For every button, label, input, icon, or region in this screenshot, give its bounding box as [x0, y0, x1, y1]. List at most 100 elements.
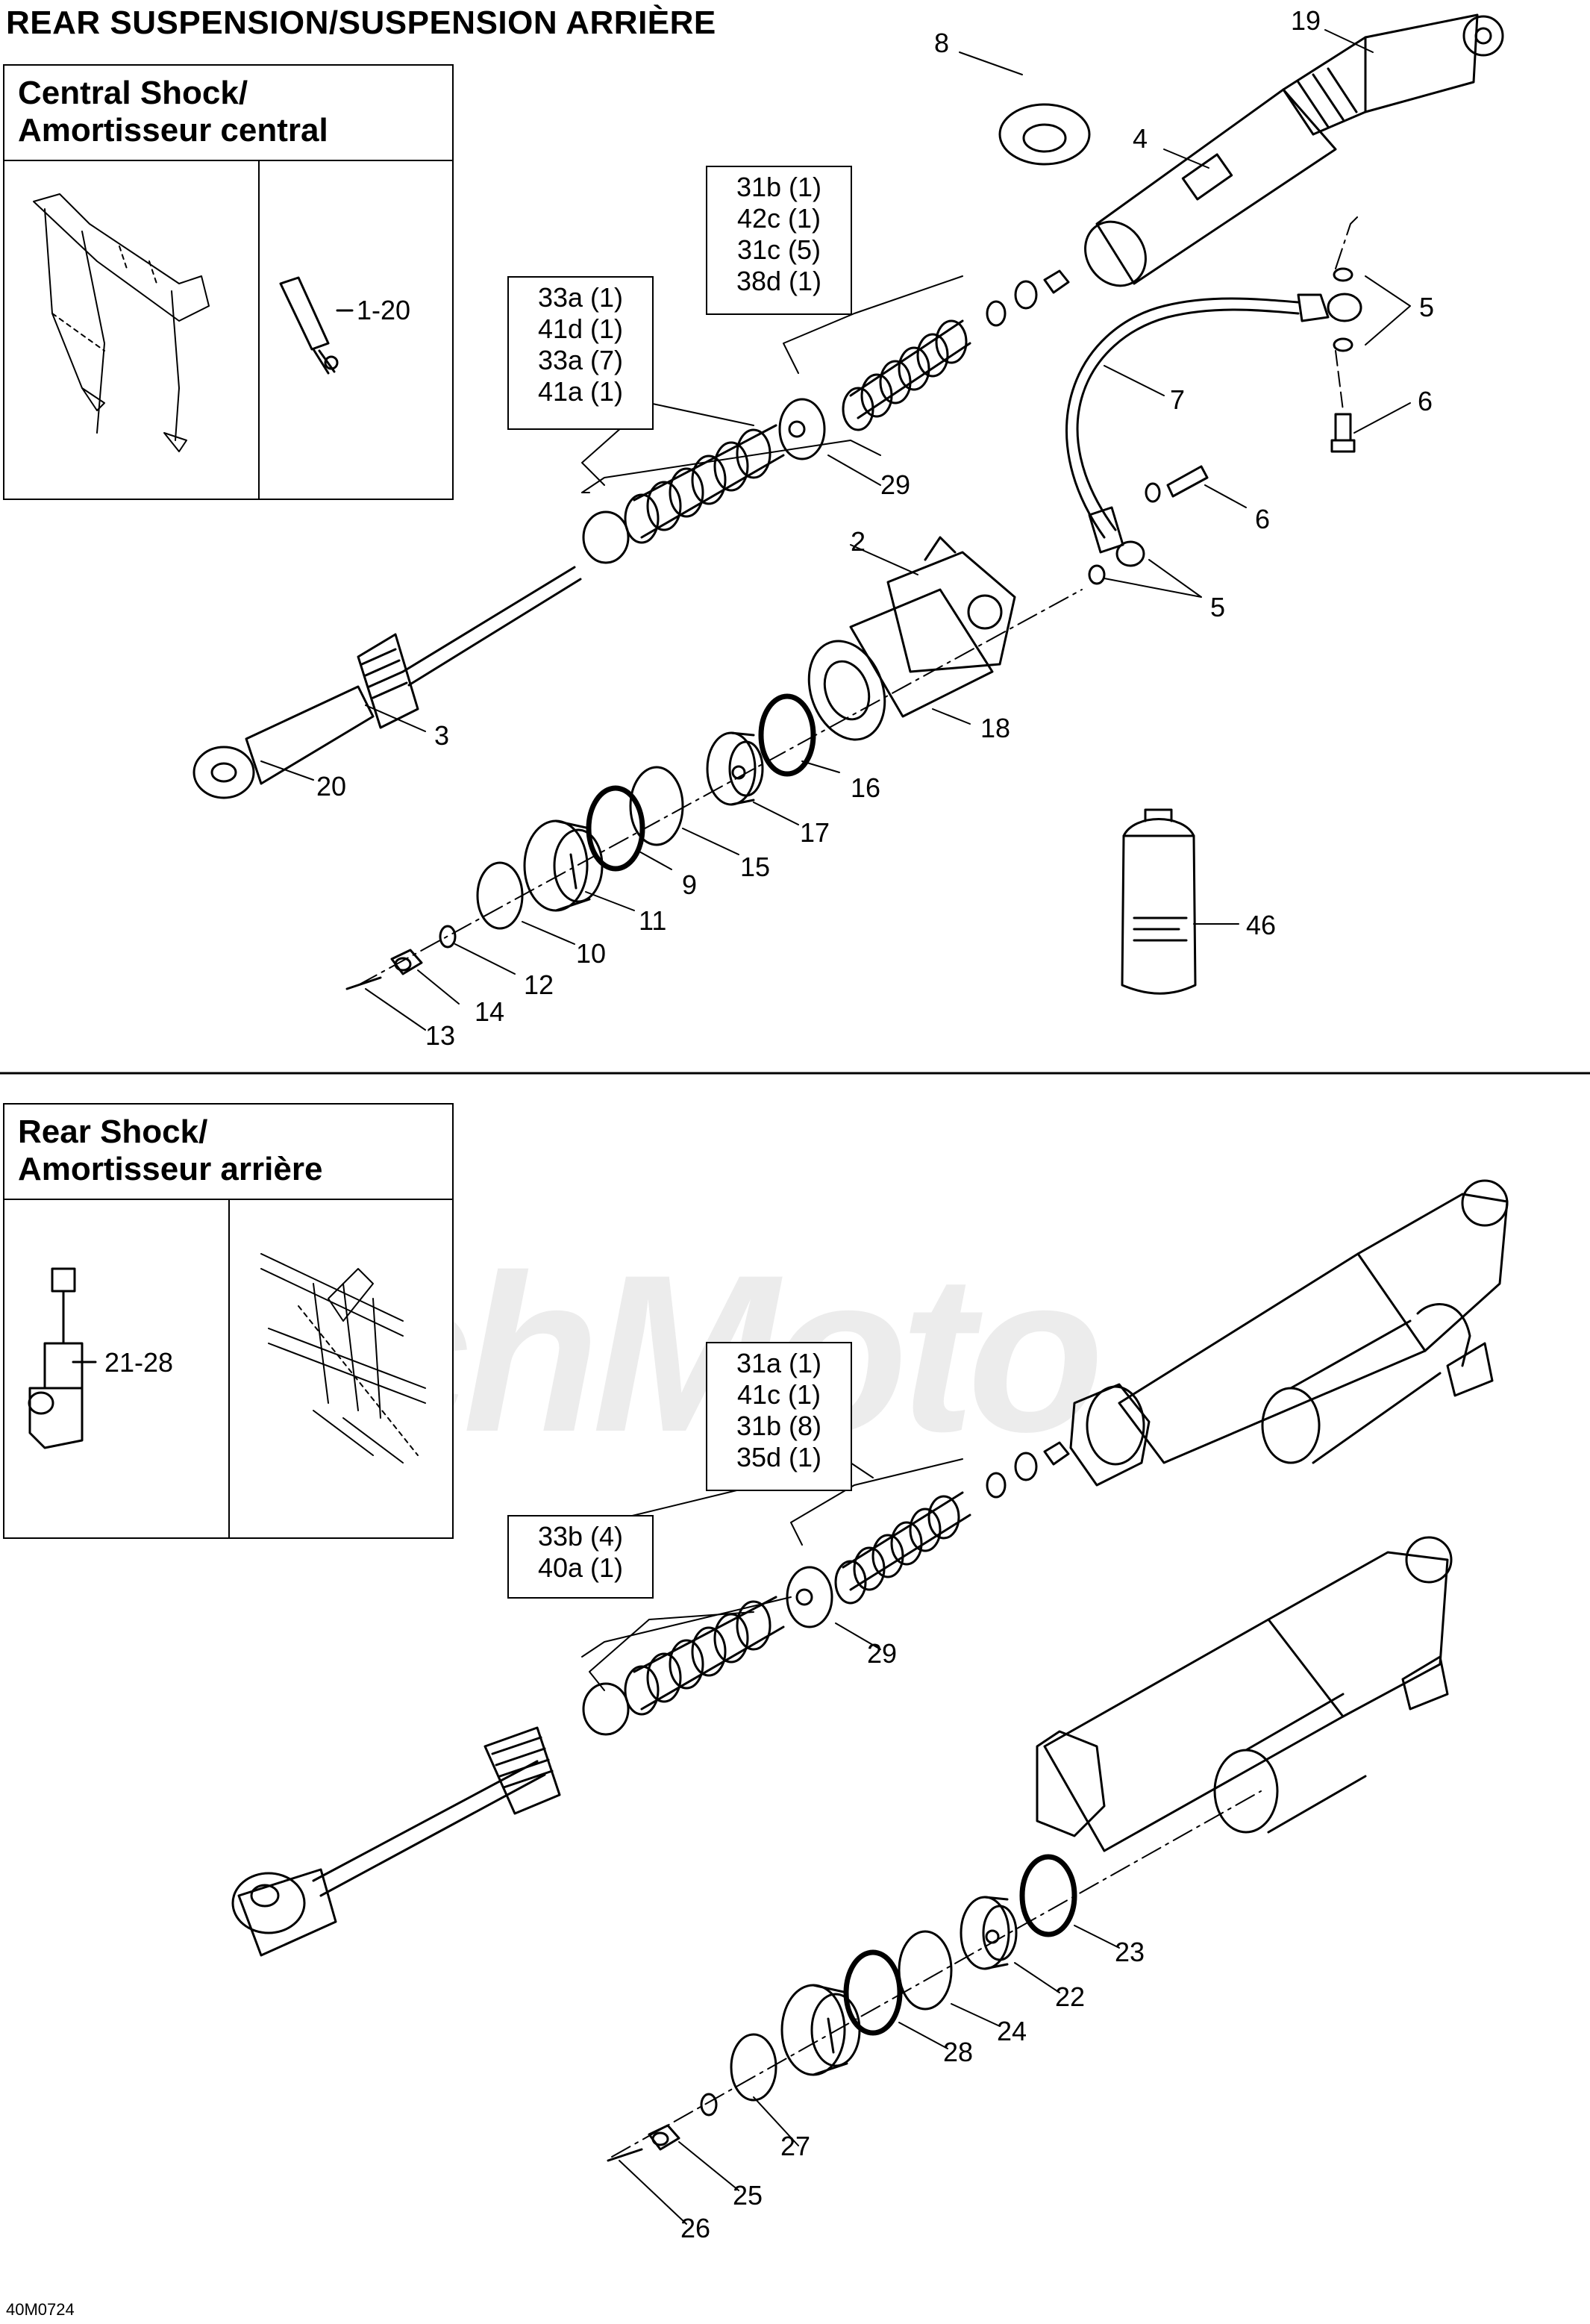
part-15-seal	[629, 766, 684, 846]
callout-29-rear: 29	[867, 1638, 898, 1669]
callout-24: 24	[997, 2016, 1027, 2046]
callout-19: 19	[1291, 5, 1321, 36]
callout-18: 18	[980, 713, 1011, 743]
part-5-6-fittings	[1088, 267, 1356, 585]
callout-2: 2	[851, 526, 866, 557]
rear-shock-inset: Rear Shock/ Amortisseur arrière	[3, 1103, 454, 1539]
rear-rod-eye	[231, 1868, 337, 1957]
callout-26: 26	[680, 2213, 711, 2243]
callout-10: 10	[576, 938, 607, 969]
callout-21-28: 21-28	[104, 1347, 174, 1378]
rear-washer	[700, 2093, 718, 2117]
rear-lower-spring-stack	[582, 1596, 785, 1736]
part-13-screw	[345, 976, 382, 990]
spec-line: 35d (1)	[736, 1442, 822, 1472]
part-4-main-tube	[1084, 67, 1358, 287]
part-16-o-ring	[758, 693, 816, 777]
central-centerline	[357, 216, 1359, 986]
callout-5-upper: 5	[1419, 292, 1435, 322]
spec-line: 31b (8)	[736, 1411, 822, 1441]
callout-23: 23	[1115, 1937, 1145, 1967]
callout-17: 17	[800, 817, 830, 848]
spec-box-rear-upper: 31a (1) 41c (1) 31b (8) 35d (1)	[706, 1342, 852, 1491]
callout-14: 14	[475, 996, 505, 1027]
part-17-piston	[706, 731, 764, 806]
spec-line: 33a (7)	[537, 345, 624, 375]
rear-centerline	[611, 1790, 1262, 2158]
callout-20: 20	[316, 771, 347, 802]
part-18-reservoir-body	[807, 588, 994, 741]
callout-29-central: 29	[880, 469, 911, 500]
callout-28: 28	[943, 2037, 974, 2067]
central-shock-heading-fr: Amortisseur central	[18, 112, 328, 149]
part-23-o-ring	[1019, 1854, 1077, 1937]
part-11-valve-body	[523, 819, 604, 912]
callout-16: 16	[851, 772, 881, 803]
leader-lines	[260, 29, 1411, 2225]
part-25-nut	[648, 2124, 680, 2151]
callout-13: 13	[425, 1020, 456, 1051]
callout-12: 12	[524, 969, 554, 1000]
figure-reference: 40M0724	[6, 2300, 75, 2319]
part-20-rod-eye	[193, 685, 375, 799]
central-inset-shock-sketch	[279, 276, 354, 375]
rear-inset-divider	[228, 1200, 230, 1537]
callout-3: 3	[434, 720, 450, 751]
rear-shock-heading: Rear Shock/ Amortisseur arrière	[4, 1105, 452, 1200]
callout-8: 8	[934, 28, 950, 58]
rear-upper-spring-stack	[834, 1491, 971, 1605]
callout-9: 9	[682, 869, 698, 900]
part-46-oil-bottle	[1121, 808, 1197, 995]
part-2-reservoir-head	[886, 536, 1016, 673]
callout-25: 25	[733, 2180, 763, 2211]
callout-22: 22	[1055, 1981, 1086, 2012]
spec-line: 38d (1)	[736, 266, 822, 296]
central-inset-frame-sketch	[33, 193, 210, 452]
callout-1-20: 1-20	[357, 295, 411, 325]
spec-line: 31c (5)	[736, 234, 821, 265]
spec-box-central-lower: 33a (1) 41d (1) 33a (7) 41a (1)	[507, 276, 654, 430]
spec-line: 33b (4)	[537, 1521, 624, 1552]
central-shock-heading: Central Shock/ Amortisseur central	[4, 66, 452, 161]
central-lower-spring-stack	[582, 424, 785, 564]
part-26-screw	[607, 2148, 643, 2162]
part-12-washer	[439, 925, 457, 949]
callout-6-upper: 6	[1418, 386, 1433, 416]
spec-line: 41c (1)	[736, 1379, 821, 1410]
rear-inset-frame-sketch	[260, 1253, 426, 1464]
callout-46: 46	[1246, 910, 1277, 940]
part-24-seal	[898, 1930, 953, 2011]
part-8-retaining-clip	[998, 103, 1091, 166]
callout-11: 11	[639, 905, 667, 936]
central-upper-washers	[986, 269, 1070, 327]
spec-line: 31b (1)	[736, 172, 822, 202]
central-upper-spring-stack	[842, 319, 971, 431]
rear-shock-heading-en: Rear Shock/	[18, 1113, 208, 1150]
spec-box-central-upper: 31b (1) 42c (1) 31c (5) 38d (1)	[706, 166, 852, 315]
page-title: REAR SUSPENSION/SUSPENSION ARRIÈRE	[6, 4, 716, 41]
part-22-piston	[960, 1896, 1018, 1970]
rear-shock-upper-assembly	[1069, 1179, 1509, 1487]
callout-5-lower: 5	[1210, 592, 1226, 622]
spec-line: 40a (1)	[537, 1552, 624, 1583]
part-3-piston-rod	[357, 566, 582, 729]
part-19-shock-body	[1282, 13, 1504, 136]
callout-6-lower: 6	[1255, 504, 1271, 534]
part-29-spacer-rear	[786, 1566, 833, 1628]
central-shock-heading-en: Central Shock/	[18, 75, 248, 111]
spec-line: 42c (1)	[736, 203, 821, 234]
callout-15: 15	[740, 852, 771, 882]
spec-line: 41d (1)	[537, 313, 624, 344]
callout-27: 27	[780, 2131, 811, 2161]
central-shock-inset: Central Shock/ Amortisseur central	[3, 64, 454, 500]
rear-valve-body	[780, 1984, 861, 2076]
rear-reservoir-assembly	[1036, 1536, 1453, 1852]
callout-4: 4	[1133, 123, 1148, 154]
spec-line: 33a (1)	[537, 282, 624, 313]
spec-box-rear-lower: 33b (4) 40a (1)	[507, 1515, 654, 1599]
rear-piston-rod	[312, 1726, 561, 1897]
part-10-shim	[476, 861, 524, 930]
callout-7: 7	[1170, 384, 1186, 415]
rear-inset-shock-sketch	[28, 1267, 97, 1449]
